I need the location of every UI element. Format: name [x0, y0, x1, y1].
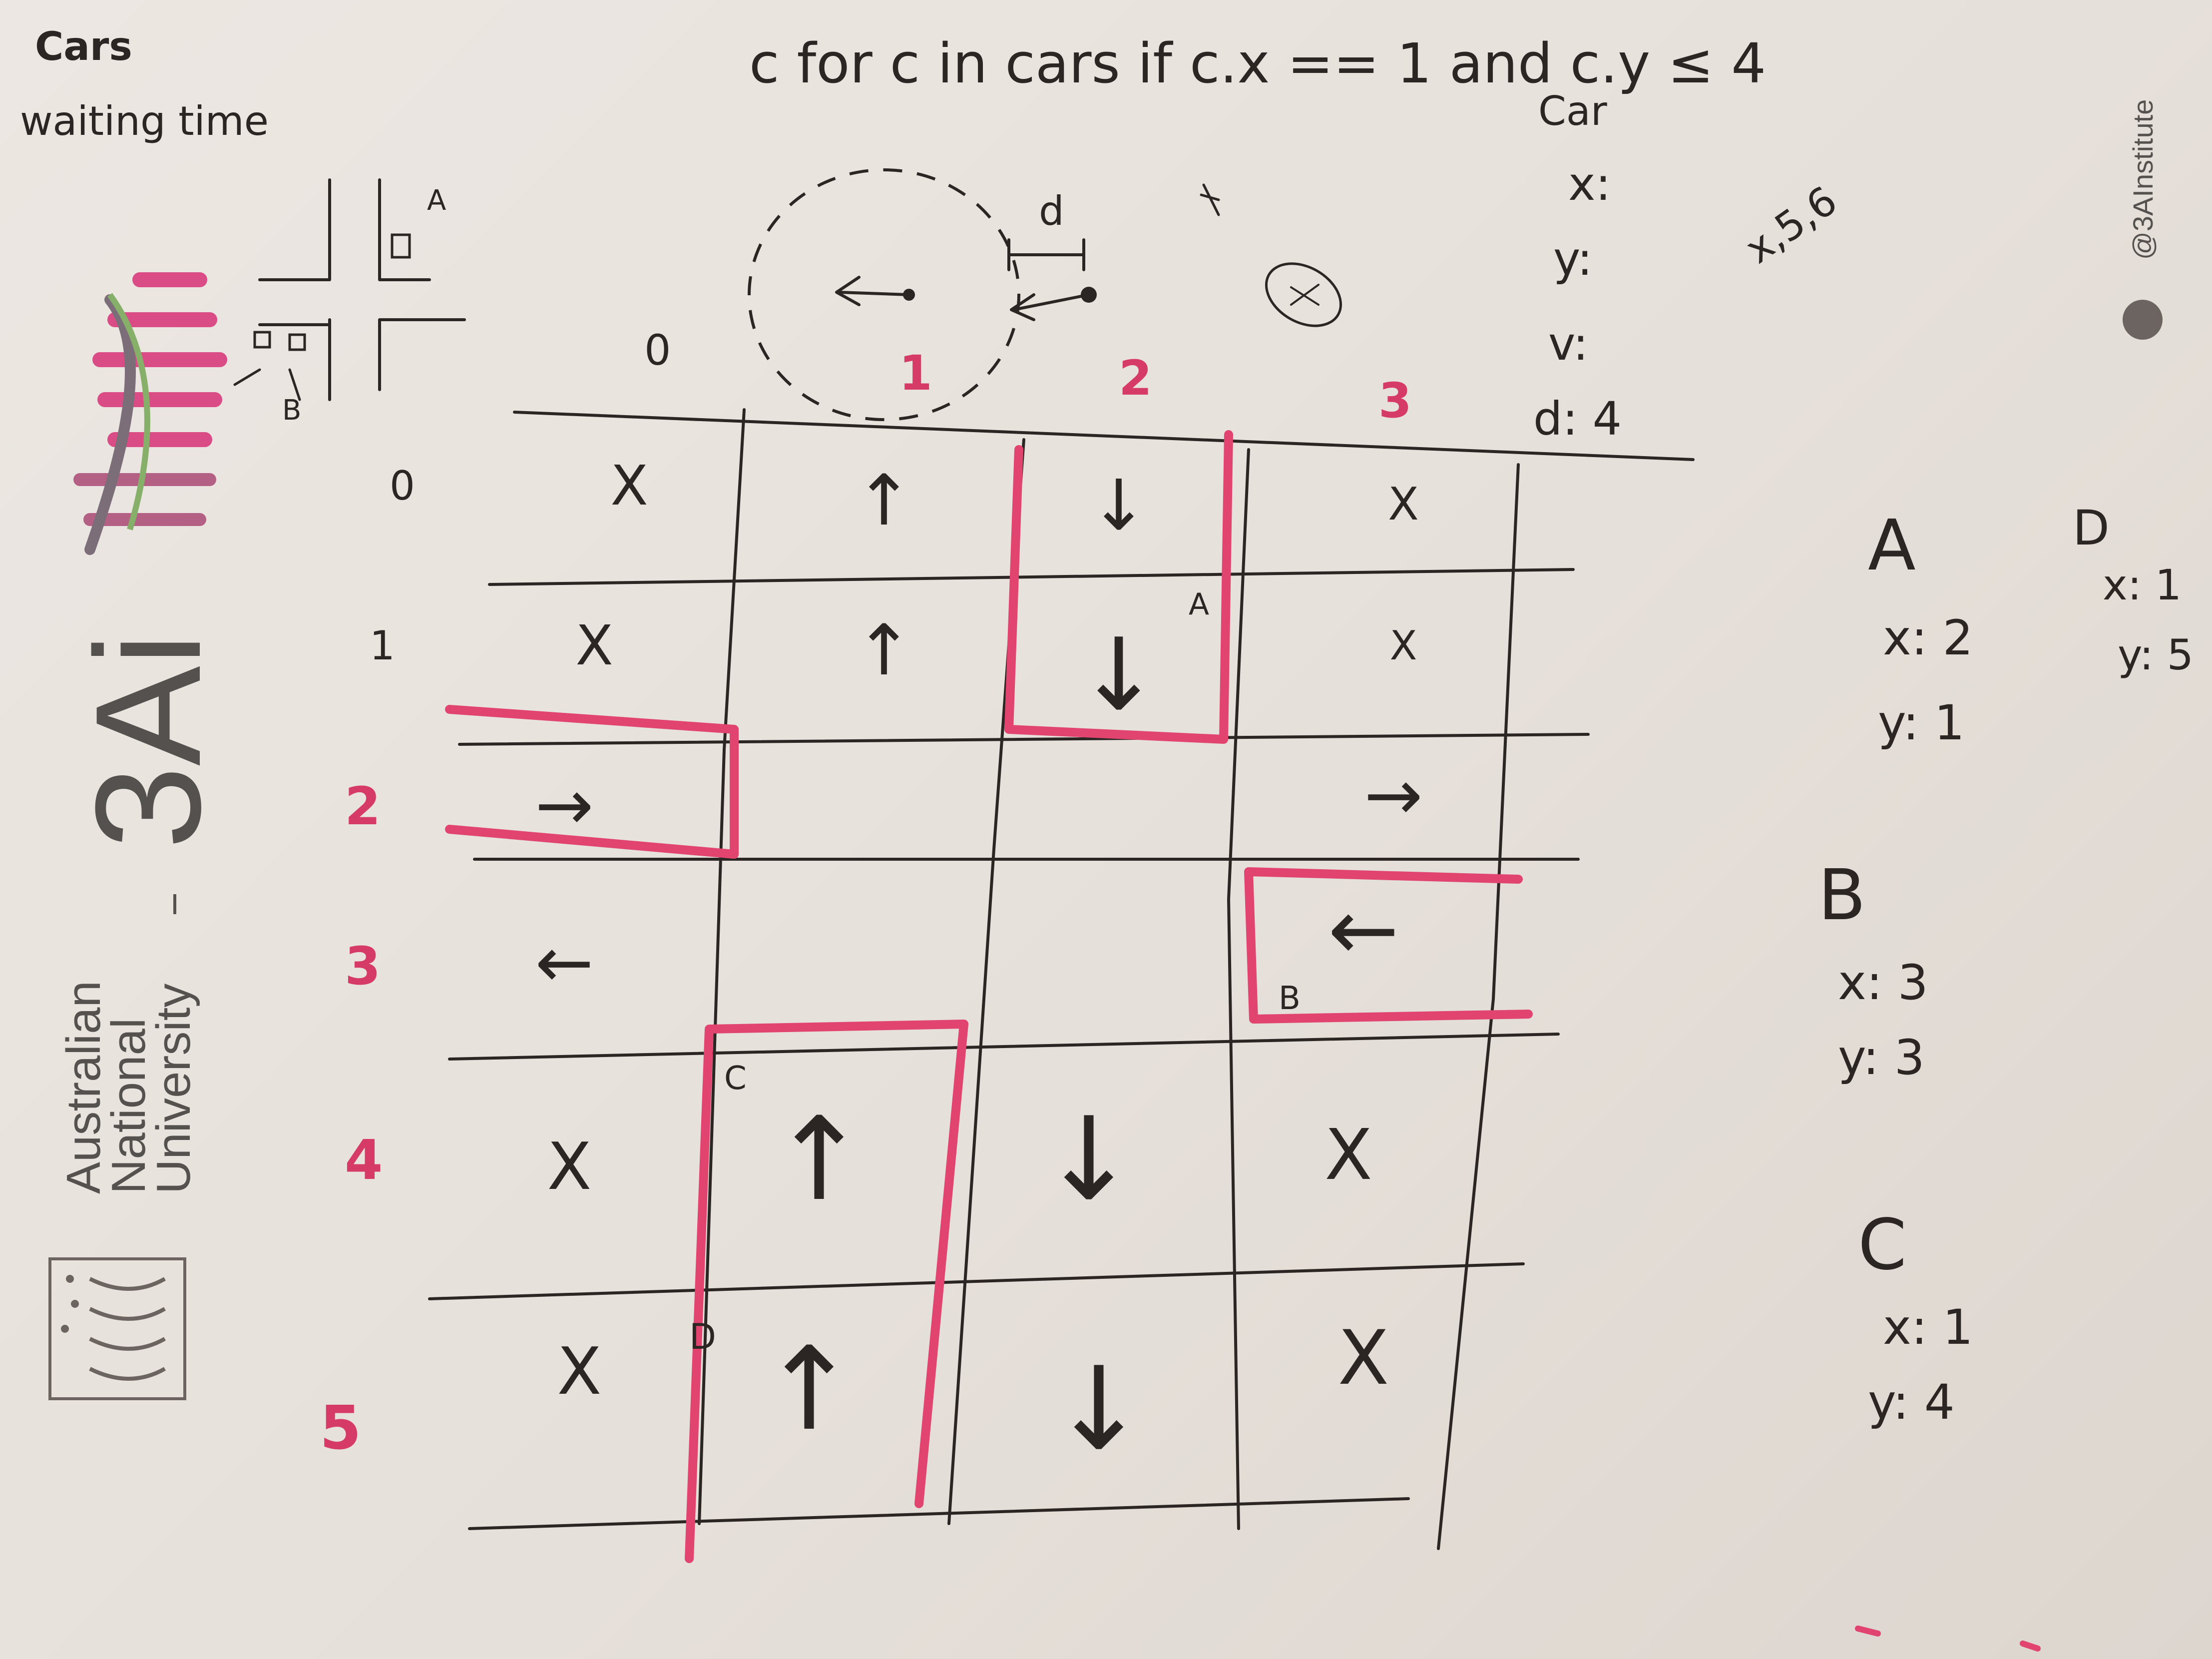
cell-r5-c0: X: [557, 1333, 601, 1409]
marker-c: C: [724, 1060, 747, 1097]
cell-r2-c0: →: [535, 765, 593, 846]
side-note: x,5,6: [1737, 177, 1845, 273]
car-a-x: x: 2: [1883, 610, 1973, 666]
title-line-1: Cars: [35, 24, 132, 69]
cell-r1-c3: X: [1390, 622, 1417, 669]
highlight-car-b-left: [445, 705, 739, 859]
row-label-0: 0: [390, 463, 415, 509]
circle-arrow: [835, 276, 910, 306]
grid-markers: A B C D: [689, 587, 1301, 1357]
university-crest-icon: [48, 1257, 186, 1400]
brand-logo: 3Ai: [64, 632, 232, 849]
pink-specks: [1855, 1626, 2041, 1652]
circled-scribble: [1265, 262, 1342, 327]
cell-r0-c3: X: [1388, 478, 1419, 531]
car-c-y: y: 4: [1868, 1374, 1955, 1430]
brand-handle: @3AInstitute: [2127, 99, 2159, 260]
cell-r0-c2: ↓: [1089, 465, 1148, 547]
car-a-name: A: [1868, 505, 1916, 586]
cell-r3-c3: ←: [1328, 881, 1399, 980]
university-line-1: Australian: [57, 981, 110, 1194]
tick-scribble: [1200, 183, 1220, 216]
mini-intersection-sketch: A B: [233, 178, 466, 427]
struct-title: Car: [1538, 88, 1607, 134]
brand-strip: 3Ai Australian National University @3AIn…: [48, 99, 2163, 1400]
header-divider: [513, 411, 1695, 461]
car-d-x: x: 1: [2103, 560, 2182, 609]
scribble-x: [1290, 284, 1320, 306]
car-note-b: B x: 3 y: 3: [1818, 855, 1928, 1086]
column-label-2: 2: [1119, 350, 1152, 406]
struct-field-x: x:: [1568, 157, 1611, 211]
cell-r1-c2: ↓: [1077, 617, 1161, 733]
row-label-3: 3: [345, 936, 381, 997]
car-d-y: y: 5: [2118, 630, 2194, 679]
cell-r1-c1: ↑: [855, 610, 913, 691]
highlight-car-b: [1244, 867, 1533, 1024]
row-label-5: 5: [320, 1394, 362, 1463]
cell-r3-c0: ←: [535, 922, 593, 1004]
circle-dot: [903, 289, 915, 301]
struct-field-d: d: 4: [1533, 392, 1622, 446]
cell-r5-c3: X: [1338, 1315, 1389, 1402]
code-line: c for c in cars if c.x == 1 and c.y ≤ 4: [749, 31, 1766, 95]
car-note-a: A x: 2 y: 1: [1868, 505, 1973, 751]
twitter-icon: [2123, 300, 2163, 340]
marker-a: A: [1189, 587, 1209, 622]
brand-waveform: [73, 272, 227, 555]
d-measure: [1007, 238, 1090, 321]
highlight-car-c: [685, 1020, 968, 1563]
row-label-2: 2: [345, 776, 381, 837]
car-c-x: x: 1: [1883, 1299, 1973, 1355]
car-b-name: B: [1818, 855, 1866, 936]
title-line-2: waiting time: [20, 98, 269, 144]
cell-r4-c1: ↑: [771, 1093, 868, 1226]
cell-r5-c2: ↓: [1051, 1343, 1147, 1476]
column-labels: 0 1 2 3: [644, 326, 1412, 429]
row-label-4: 4: [345, 1128, 383, 1192]
row-labels: 0 1 2 3 4 5: [320, 463, 415, 1463]
university-line-2: National: [102, 1018, 155, 1194]
car-highlights: [445, 430, 2041, 1652]
cell-r1-c0: X: [575, 613, 613, 677]
d-label: d: [1039, 188, 1064, 234]
marker-b: B: [1279, 980, 1301, 1017]
highlight-car-a: [1004, 430, 1233, 744]
university-line-3: University: [147, 984, 200, 1194]
car-b-y: y: 3: [1838, 1030, 1925, 1086]
cell-r0-c1: ↑: [855, 460, 913, 542]
column-label-3: 3: [1378, 373, 1412, 429]
cell-r5-c1: ↑: [761, 1323, 858, 1456]
mini-label-b: B: [282, 394, 301, 427]
cell-r4-c3: X: [1325, 1114, 1372, 1196]
car-note-d: D x: 1 y: 5: [2073, 500, 2194, 679]
row-label-1: 1: [370, 622, 395, 669]
column-label-0: 0: [644, 326, 671, 375]
dashed-range-circle: [748, 168, 1020, 421]
road-grid: [428, 408, 1590, 1550]
mini-label-a: A: [427, 184, 446, 217]
column-label-1: 1: [899, 345, 932, 401]
car-a-y: y: 1: [1878, 695, 1965, 751]
cell-r0-c0: X: [610, 454, 648, 518]
car-d-name: D: [2073, 500, 2110, 556]
cell-r4-c2: ↓: [1041, 1093, 1137, 1226]
car-note-c: C x: 1 y: 4: [1858, 1204, 1973, 1430]
car-c-name: C: [1858, 1204, 1907, 1286]
struct-field-y: y:: [1553, 232, 1593, 286]
cell-r4-c0: X: [547, 1128, 591, 1204]
car-b-x: x: 3: [1838, 955, 1928, 1011]
car-notes: A x: 2 y: 1 D x: 1 y: 5 B x: 3 y: 3 C x:…: [1818, 500, 2194, 1430]
d-dot: [1081, 287, 1097, 303]
grid-cells: X ↑ ↓ X X ↑ ↓ X → → ← ← X ↑ ↓ X X ↑ ↓ X: [535, 454, 1422, 1476]
cell-r2-c3: →: [1364, 755, 1422, 836]
struct-field-v: v:: [1548, 317, 1588, 371]
marker-d: D: [689, 1316, 716, 1357]
